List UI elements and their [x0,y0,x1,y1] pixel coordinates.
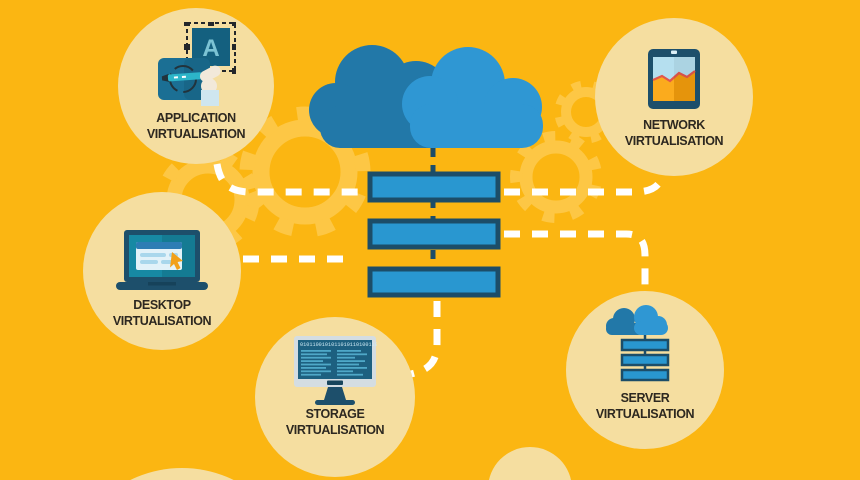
node-label-line1: NETWORK [643,118,705,132]
cloud-icon [309,45,543,148]
cloud-servers-icon [606,305,670,382]
node-label-line2: VIRTUALISATION [624,134,724,148]
connector-stack-server [504,230,649,289]
node-label-line2: VIRTUALISATION [112,314,212,328]
node-label-line2: VIRTUALISATION [285,423,385,437]
node-label-line1: DESKTOP [133,298,191,312]
node-label-line2: VIRTUALISATION [146,127,246,141]
stack-bar-3 [367,266,501,298]
application-node: A APPLICATION VIRT [118,8,274,164]
connector-application-stack [213,163,362,196]
desktop-node: DESKTOP VIRTUALISATION [83,192,241,350]
stack-bar-2 [367,218,501,250]
node-label-line1: APPLICATION [156,111,236,125]
hand [199,65,221,106]
server-node: SERVER VIRTUALISATION [566,291,724,449]
node-label-line1: STORAGE [305,407,365,421]
connector-stack-storage [410,301,441,378]
app-design-icon: A [158,22,236,106]
server-stack [367,171,501,298]
monitor-code-icon: 0101100101011010110100110 [294,336,377,405]
stack-bar-1 [367,171,501,203]
network-node: NETWORK VIRTUALISATION [595,18,753,176]
connector-stack-network [504,172,667,196]
node-label-line1: SERVER [620,391,670,405]
binary-text: 0101100101011010110100110 [300,342,377,348]
white-dashed-connectors [213,163,667,378]
gear-icon [239,106,371,238]
app-letter: A [202,35,219,62]
storage-node: 0101100101011010110100110 STORAGE VIRTUA… [255,317,415,477]
tablet-chart-icon [648,49,700,109]
gear-icon [510,131,602,223]
laptop-icon [116,230,208,290]
cursor-icon [170,252,183,270]
node-label-line2: VIRTUALISATION [595,407,695,421]
